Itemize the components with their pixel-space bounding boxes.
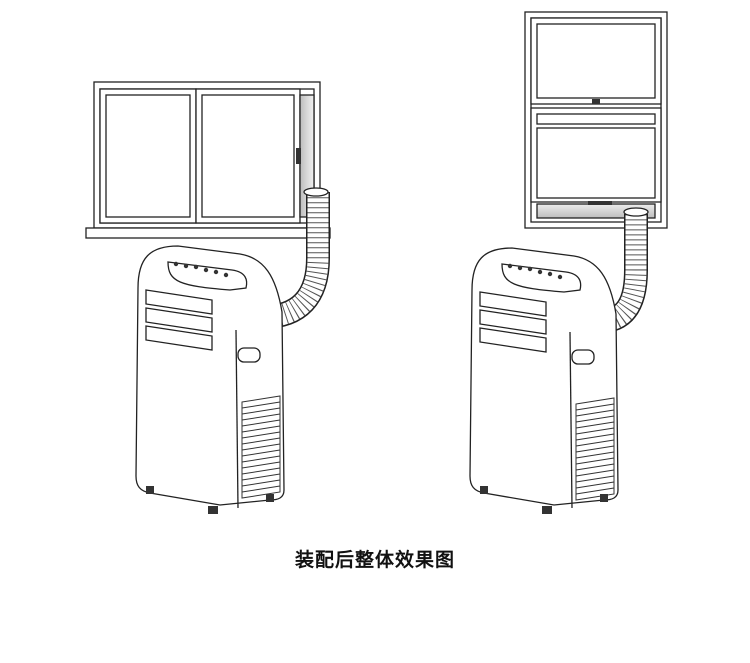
scene-sliding-window (85, 81, 331, 514)
rear-grille (575, 397, 615, 501)
side-handle (237, 347, 261, 363)
side-handle (571, 349, 595, 365)
installation-illustration (85, 11, 668, 514)
front-louvers (145, 289, 213, 351)
wheels (480, 486, 608, 514)
vertical-sash-window (524, 11, 668, 229)
figure-caption: 装配后整体效果图 (294, 549, 455, 571)
wheels (146, 486, 274, 514)
control-panel-buttons (173, 261, 229, 278)
scene-vertical-sash-window (469, 11, 668, 514)
rear-grille (241, 395, 281, 499)
front-louvers (479, 291, 547, 353)
portable-air-conditioner (135, 245, 285, 514)
control-panel-buttons (507, 263, 563, 280)
sliding-window (85, 81, 331, 239)
portable-air-conditioner (469, 247, 619, 514)
